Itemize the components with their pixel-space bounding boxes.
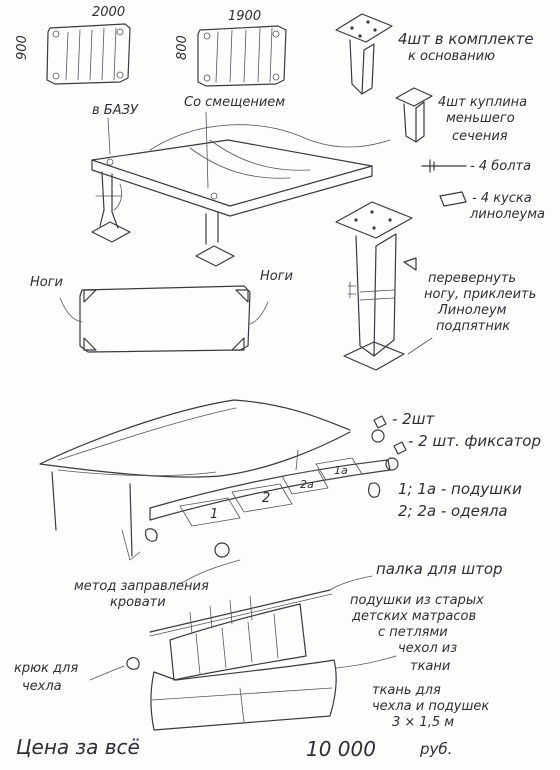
note-fabric-2: чехла и подушек [372,699,489,714]
note-pieces-2: - 2шт [392,410,435,428]
panel-right [197,25,287,87]
note-old-mattress-1: подушки из старых [350,593,484,608]
note-bolts: - 4 болта [470,159,531,174]
note-legs-set-1: 4шт в комплекте [398,30,534,48]
note-fabric-3: 3 × 1,5 м [392,715,454,730]
note-method-1: метод заправления [74,579,209,594]
price-label: Цена за всё [16,735,140,759]
base-frame [91,124,391,267]
note-old-mattress-3: с петлями [378,625,448,640]
price-value: 10 000 [306,737,376,761]
note-flip-leg-4: подпятник [436,319,510,334]
note-legs-left: Ноги [30,275,63,290]
note-flip-leg-1: перевернуть [428,271,516,286]
bed-slot-2a: 2а [300,478,314,491]
arrow-method [179,559,241,585]
leg-detail [335,201,417,371]
dim-width-left: 2000 [92,5,125,20]
note-method-2: кровати [110,595,166,610]
note-curtain-rod: палка для штор [376,560,503,578]
linoleum-piece [439,191,467,207]
bed-slot-1: 1 [210,507,218,522]
price-unit: руб. [419,740,452,758]
arrow-hook [89,665,125,681]
bed-slot-2: 2 [262,491,270,506]
note-cover-2: ткани [410,659,450,674]
sleeve-small [395,87,433,143]
note-sleeves-3: сечения [452,129,508,144]
dim-width-right: 1900 [228,9,261,24]
note-legs-right: Ноги [260,269,293,284]
bed-slots [179,449,363,527]
note-to-base: в БАЗУ [92,103,139,118]
bed-frame [39,399,391,561]
note-hook-2: чехла [22,679,62,694]
note-linoleum-1: - 4 куска [472,191,532,206]
note-fabric-1: ткань для [372,683,441,698]
sofa-sketch [126,589,337,731]
arrow-to-base [107,117,111,155]
note-hook-1: крюк для [14,661,78,676]
note-fixer-2: - 2 шт. фиксатор [408,432,541,450]
legs-panel [59,285,269,353]
panel-left [46,23,131,85]
note-sleeves-2: меньшего [446,111,515,126]
fixer-parts [145,415,407,558]
bed-slot-1a: 1а [334,464,348,477]
bolt-icon [421,159,467,173]
arrow-with-offset [205,111,209,189]
note-pillows: 1; 1а - подушки [398,480,522,498]
dim-depth-right: 800 [175,35,190,60]
note-legs-set-2: к основанию [408,49,495,64]
arrow-cover [335,655,397,669]
note-linoleum-2: линолеума [469,207,545,222]
note-old-mattress-2: детских матрасов [351,609,476,624]
note-cover-1: чехол из [398,641,457,656]
note-sleeves-1: 4шт куплина [438,95,527,110]
note-blankets: 2; 2а - одеяла [398,502,508,520]
leg-with-plate-top [335,13,393,95]
note-flip-leg-3: Линолеум [437,303,507,318]
arrow-flip-leg [407,337,433,355]
note-flip-leg-2: ногу, приклеить [424,287,536,302]
note-with-offset: Со смещением [184,95,285,110]
arrow-curtain-rod [329,575,373,591]
dim-depth-left: 900 [15,35,30,60]
